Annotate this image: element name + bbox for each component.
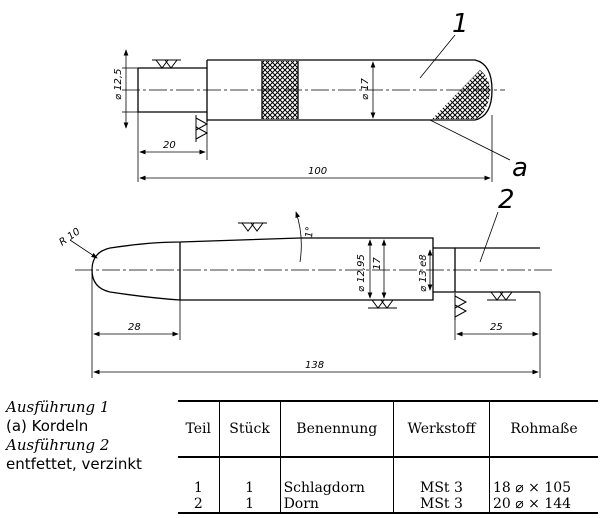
part2-surface-symbol-top bbox=[238, 222, 267, 232]
part1-body-outline bbox=[206, 59, 493, 122]
part2-angle-arc bbox=[295, 211, 302, 263]
variant-1-title: Ausführung 1 bbox=[6, 398, 110, 416]
part2-dim-shank-len: 25 bbox=[490, 322, 503, 333]
part2-dim-tip-radius: R 10 bbox=[57, 226, 82, 248]
cell-stueck: 1 bbox=[218, 457, 281, 496]
part2-surface-symbol-side bbox=[454, 293, 468, 320]
part1-surface-symbol-top bbox=[152, 59, 181, 69]
part2-dim-body-dia-plain: 17 bbox=[372, 257, 383, 270]
header-werkstoff: Werkstoff bbox=[392, 400, 490, 458]
cell-werkstoff: MSt 3 bbox=[392, 457, 490, 496]
cell-teil: 2 bbox=[178, 496, 220, 514]
part2-surface-symbol-shank bbox=[487, 291, 516, 301]
part2-surface-symbol-bottom bbox=[368, 299, 397, 309]
part2-dim-tip-len: 28 bbox=[128, 322, 141, 333]
header-benennung: Benennung bbox=[279, 400, 394, 458]
part-1-drawing bbox=[122, 34, 511, 182]
table-row: 1 1 Schlagdorn MSt 3 18 ⌀ × 105 bbox=[178, 457, 598, 496]
part1-callout: 1 bbox=[452, 9, 469, 39]
part2-dim-taper-angle: 1° bbox=[304, 226, 316, 238]
cell-benennung: Schlagdorn bbox=[279, 457, 394, 496]
part2-dim-body-dia: ⌀ 12,95 bbox=[356, 254, 367, 292]
table-row: 2 1 Dorn MSt 3 20 ⌀ × 144 bbox=[178, 496, 598, 514]
part1-dim-body-dia: ⌀ 17 bbox=[360, 77, 371, 100]
detail-a-callout: a bbox=[512, 153, 528, 183]
variant-1-text: (a) Kordeln bbox=[6, 417, 89, 435]
cell-rohmasse: 20 ⌀ × 144 bbox=[489, 496, 598, 514]
execution-notes: Ausführung 1 (a) Kordeln Ausführung 2 en… bbox=[6, 398, 176, 474]
part1-knurl-right bbox=[432, 70, 490, 119]
part-2-drawing bbox=[69, 211, 555, 378]
header-rohmasse: Rohmaße bbox=[489, 400, 598, 458]
part2-body-outline bbox=[91, 237, 434, 301]
part2-dim-total-len: 138 bbox=[305, 360, 324, 371]
cell-teil: 1 bbox=[193, 480, 203, 496]
cell-rohmasse: 18 ⌀ × 105 bbox=[489, 457, 598, 496]
technical-drawing: 1 a ⌀ 12,5 ⌀ 17 20 100 bbox=[57, 9, 555, 378]
variant-2-title: Ausführung 2 bbox=[6, 436, 110, 454]
cell-werkstoff: MSt 3 bbox=[392, 496, 490, 514]
part1-dim-shank-len: 20 bbox=[163, 140, 176, 151]
part2-dim-shank-dia: ⌀ 13 e8 bbox=[418, 254, 429, 292]
cell-benennung: Dorn bbox=[279, 496, 394, 514]
part1-dim-total-len: 100 bbox=[308, 166, 327, 177]
part1-dim-shank-dia: ⌀ 12,5 bbox=[113, 69, 124, 100]
parts-list-table: Teil Stück Benennung Werkstoff Rohmaße 1… bbox=[178, 400, 598, 514]
table-header-row: Teil Stück Benennung Werkstoff Rohmaße bbox=[178, 400, 598, 458]
cell-stueck: 1 bbox=[218, 496, 281, 514]
header-stueck: Stück bbox=[218, 400, 281, 458]
variant-2-text: entfettet, verzinkt bbox=[6, 455, 142, 473]
header-teil: Teil bbox=[178, 400, 220, 458]
part1-surface-symbol-side bbox=[195, 115, 209, 142]
part2-callout: 2 bbox=[498, 185, 515, 215]
